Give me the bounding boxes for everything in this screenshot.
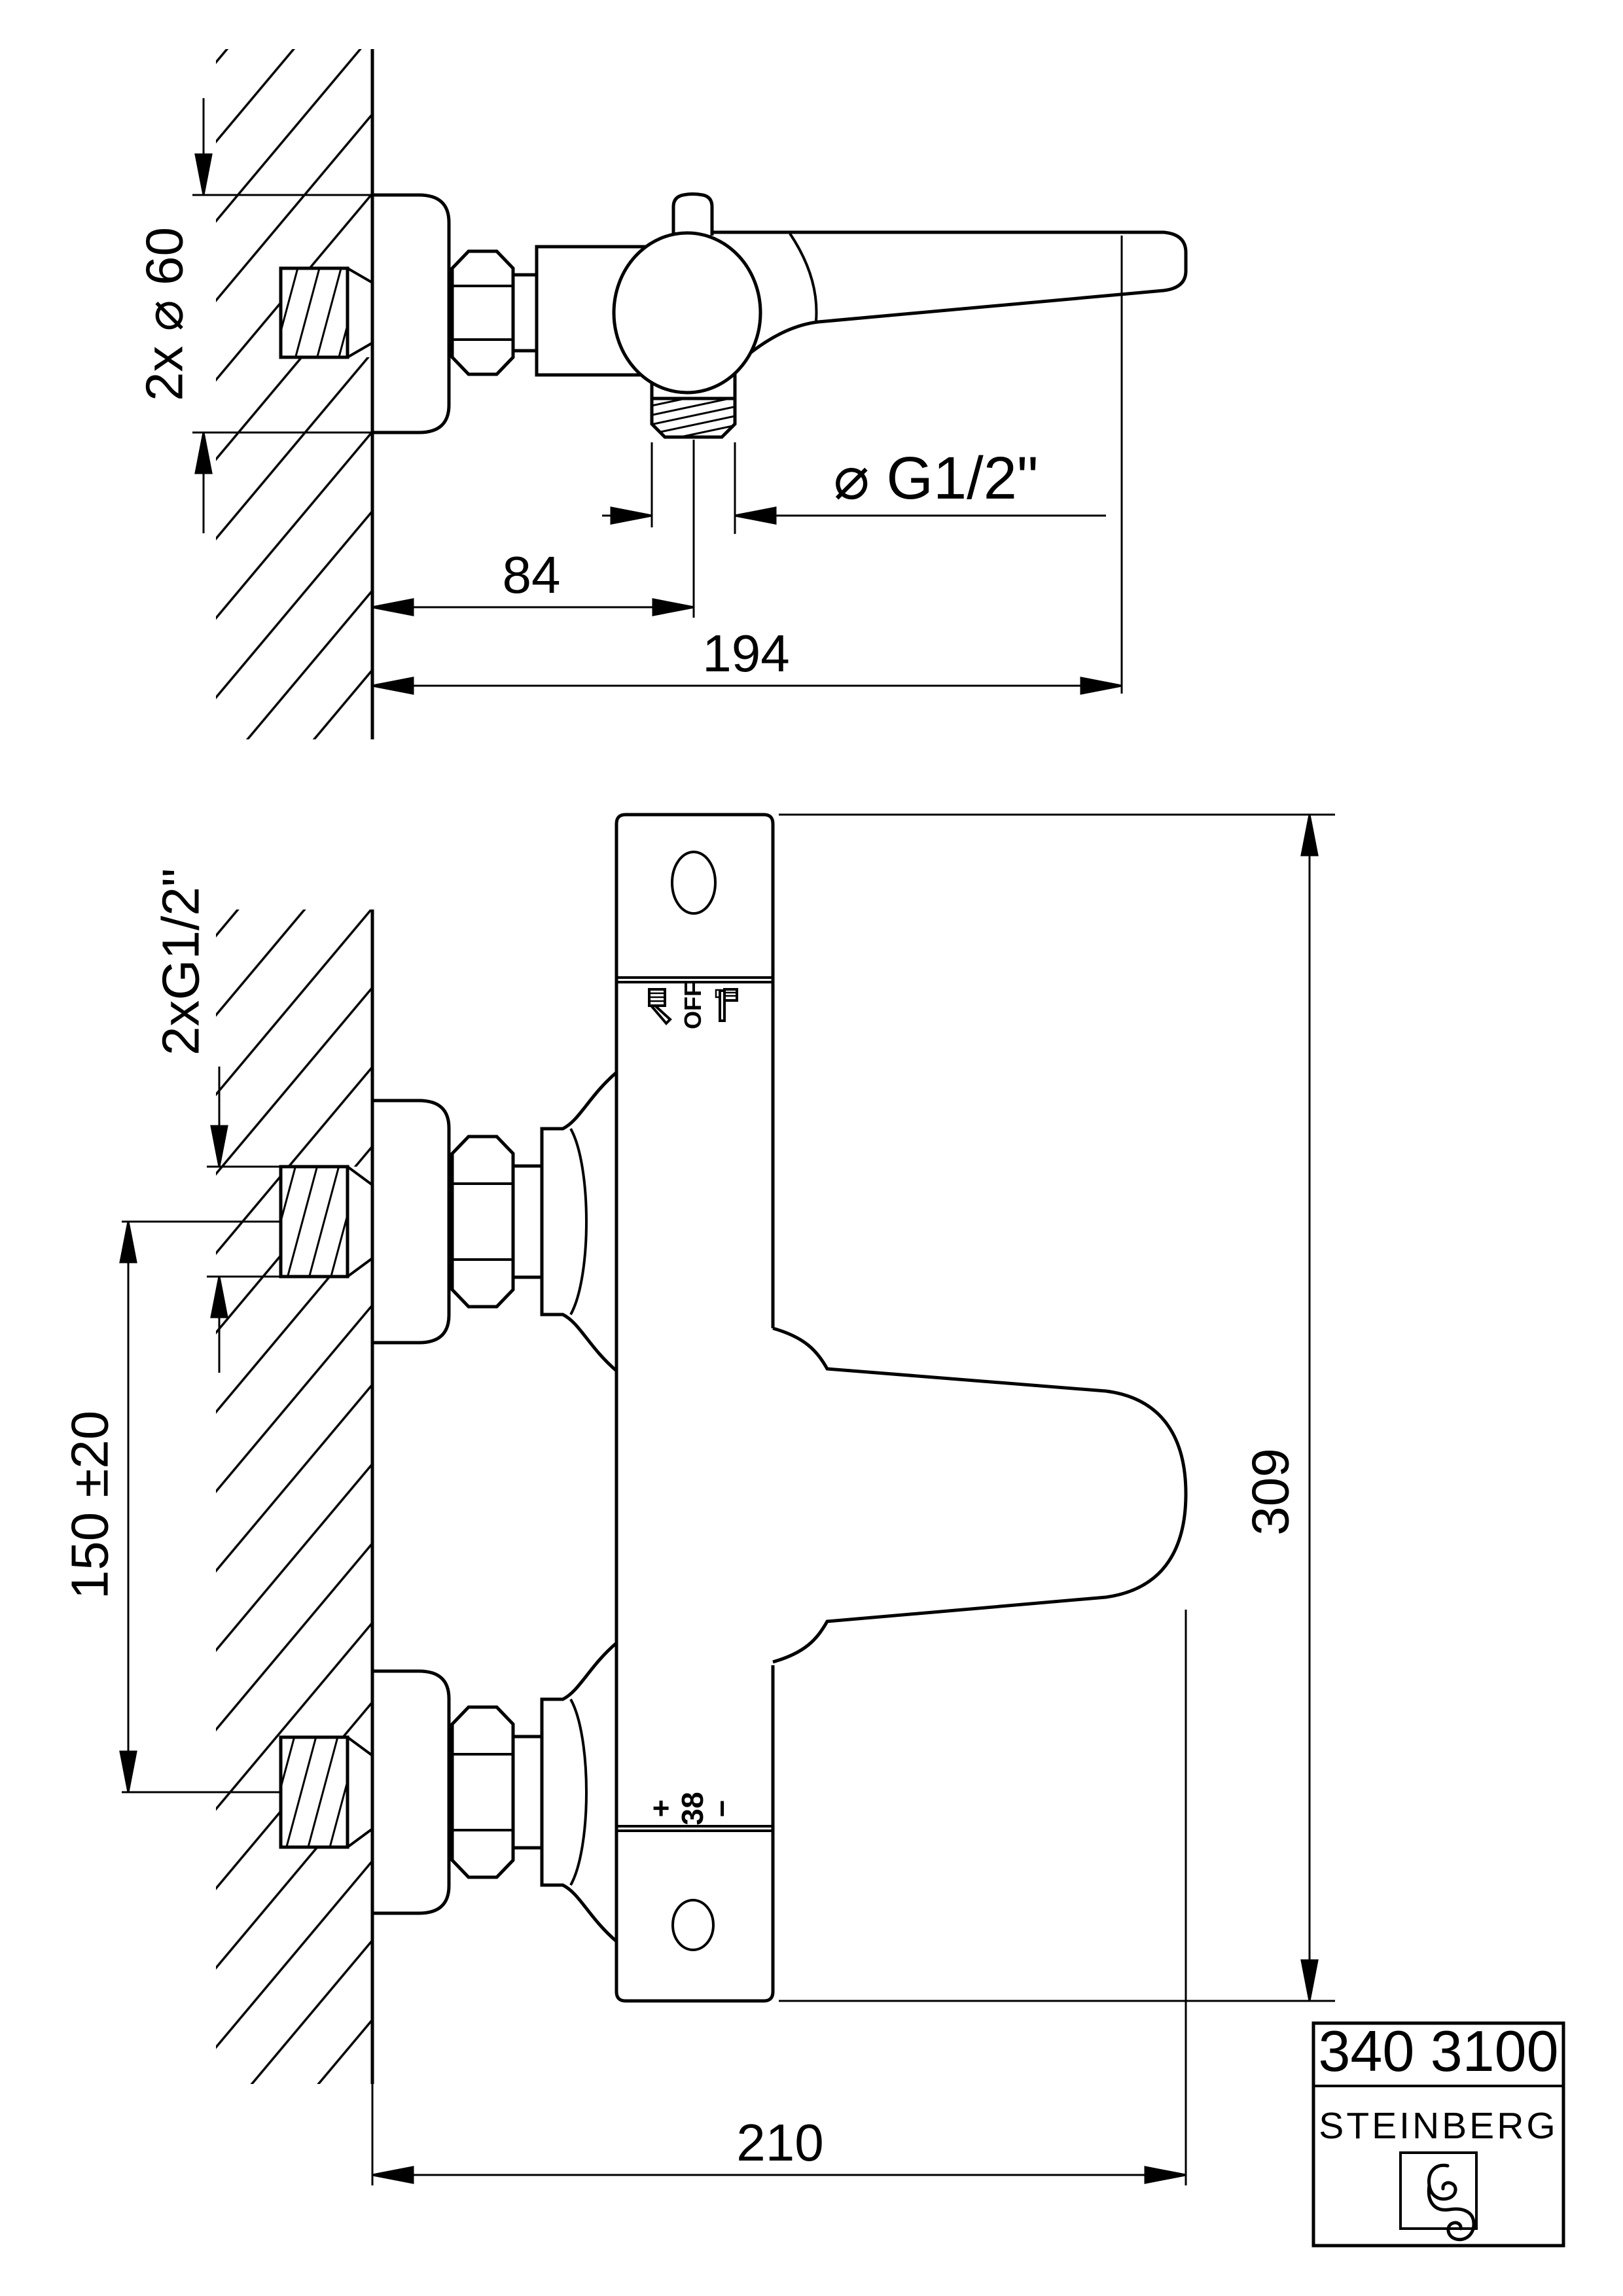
brand-name: STEINBERG (1319, 2105, 1558, 2147)
handle-knob-top-view (612, 231, 762, 395)
column-outline (615, 813, 775, 2003)
upper-inlet-thread (279, 1165, 374, 1279)
lower-hex-nut (450, 1705, 515, 1879)
front-view: OFF + 38 − (60, 813, 1335, 2185)
upper-adapter (511, 1164, 544, 1279)
dim-label-inlet-threads: 2xG1/2" (151, 868, 209, 1055)
dimension-wall-to-outlet: 84 (371, 546, 695, 616)
spout-outline-top-view (712, 230, 1188, 354)
upper-rosette (370, 1099, 451, 1345)
dim-label-outlet-thread: ⌀ G1/2" (833, 445, 1038, 512)
wall-section-top-view (216, 49, 372, 739)
article-number: 340 3100 (1318, 2019, 1558, 2083)
lower-inlet-assembly (348, 1669, 544, 1915)
top-cap-screw (671, 851, 717, 915)
temp-value-label: 38 (675, 1792, 709, 1825)
diverter-markings: OFF (648, 982, 738, 1029)
dim-label-inlet-spacing: 150 ±20 (60, 1411, 118, 1600)
upper-union-cone (540, 1071, 618, 1372)
off-label: OFF (679, 982, 706, 1029)
dim-label-rosette-diameter: 2x ⌀ 60 (135, 227, 193, 401)
dim-label-wall-to-outlet: 84 (503, 546, 561, 604)
handle-pin-top-view (671, 192, 714, 236)
bottom-cap-screw (671, 1899, 715, 1951)
upper-hex-nut (450, 1135, 515, 1309)
dim-label-overall-height: 309 (1241, 1448, 1299, 1535)
dimension-overall-depth: 210 (371, 1610, 1187, 2185)
dimension-outlet-thread: ⌀ G1/2" (602, 440, 1106, 618)
dimension-inlet-threads: 2xG1/2" (151, 868, 285, 1373)
temperature-markings: + 38 − (652, 1791, 740, 1826)
lower-rosette (370, 1669, 451, 1915)
dimension-wall-to-spout-tip: 194 (371, 236, 1123, 695)
outlet-top-view (650, 374, 737, 439)
temp-minus-label: − (705, 1800, 739, 1818)
column-body-fill (616, 815, 773, 2001)
inlet-thread-top-view (279, 266, 374, 359)
hand-shower-icon (648, 988, 672, 1025)
wall-rosette-top-view (370, 193, 451, 434)
wall-section-front-view (216, 910, 372, 2084)
inlet-neck-mask (348, 268, 372, 357)
lower-union-cone (540, 1642, 618, 1943)
steinberg-logo (1399, 2151, 1478, 2242)
dimension-inlet-spacing: 150 ±20 (60, 1220, 281, 1793)
spout-neck-crease (789, 232, 818, 321)
title-block: 340 3100 STEINBERG (1311, 2019, 1565, 2248)
bath-spout-icon (715, 988, 738, 1022)
temp-plus-label: + (652, 1791, 670, 1825)
dimension-rosette-diameter: 2x ⌀ 60 (135, 98, 374, 533)
column-divider-lines (616, 976, 773, 1832)
lower-adapter (511, 1735, 544, 1850)
union-adapter-top-view (511, 273, 539, 353)
spout-front-view (772, 1326, 1188, 1664)
dim-label-overall-depth: 210 (736, 2113, 823, 2172)
top-view: 2x ⌀ 60 ⌀ G1/2" 84 194 (135, 49, 1188, 739)
hex-nut-top-view (450, 249, 515, 376)
dimension-overall-height: 309 (779, 813, 1335, 2002)
dim-label-wall-to-spout-tip: 194 (702, 624, 789, 682)
